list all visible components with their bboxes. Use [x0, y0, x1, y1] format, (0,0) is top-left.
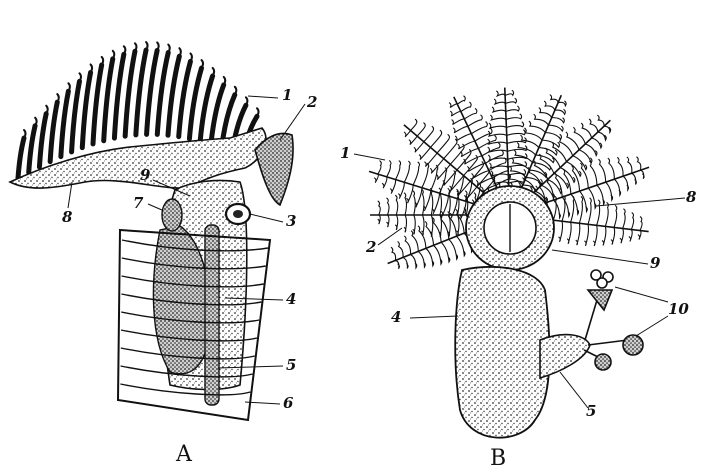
panel-a-tentacle — [18, 138, 24, 178]
panel-b-label-4: 4 — [391, 310, 401, 325]
panel-a-tentacle-tip — [157, 42, 159, 50]
panel-a-epistome — [255, 133, 293, 205]
panel-b-gonads — [584, 270, 643, 370]
panel-a-tentacle-tip — [168, 45, 170, 53]
panel-a-tentacle-tip — [235, 87, 237, 95]
panel-a-tentacle-tip — [213, 68, 215, 76]
panel-a-tentacle — [72, 81, 80, 152]
panel-a-tentacle — [136, 50, 146, 135]
panel-a-label-9: 9 — [140, 168, 150, 183]
panel-a-mouth — [162, 199, 182, 231]
panel-b-label-2: 2 — [366, 240, 376, 255]
panel-a-illustration — [10, 42, 305, 420]
panel-a-tentacle-tip — [35, 118, 37, 126]
panel-a-label-4: 4 — [286, 292, 296, 307]
panel-a-tentacle — [39, 114, 46, 167]
panel-a-tentacle-tip — [79, 73, 81, 81]
panel-a-label-7: 7 — [133, 196, 143, 211]
panel-b-illustration — [354, 88, 685, 438]
panel-a-tentacle — [82, 72, 90, 147]
panel-b-label-5: 5 — [586, 404, 596, 419]
panel-a-label-3: 3 — [286, 214, 296, 229]
panel-a-intestine — [205, 225, 219, 405]
panel-a-tentacle-tip — [91, 64, 93, 72]
panel-a-label-6: 6 — [283, 396, 293, 411]
panel-b-label-1: 1 — [340, 146, 350, 161]
panel-a-tentacle — [61, 91, 69, 156]
panel-a-tentacle — [147, 50, 158, 134]
panel-a-caption: A — [176, 444, 192, 466]
panel-a-tentacle-tip — [257, 108, 259, 116]
panel-a-tentacle-tip — [102, 57, 104, 65]
panel-a-tentacle-tip — [124, 46, 126, 54]
panel-b-caption: B — [490, 448, 506, 470]
panel-a-tentacle-tip — [57, 94, 59, 102]
panel-b-label-9: 9 — [650, 256, 660, 271]
panel-a-tentacle-tip — [46, 106, 48, 114]
panel-a-tentacle-tip — [190, 53, 192, 61]
panel-b-trunk — [455, 267, 549, 438]
panel-a-tentacle-tip — [246, 97, 248, 105]
panel-a-tentacle-tip — [135, 43, 137, 51]
panel-a-tentacle-tip — [224, 77, 226, 85]
panel-a-label-2: 2 — [307, 95, 317, 110]
panel-a-tentacle — [29, 126, 35, 173]
panel-a-tentacle-tip — [179, 48, 181, 56]
panel-b-bud — [540, 335, 590, 378]
panel-a-label-5: 5 — [286, 358, 296, 373]
panel-a-label-8: 8 — [62, 210, 72, 225]
panel-a-tentacle — [93, 65, 102, 144]
panel-a-tentacle — [125, 51, 135, 136]
panel-a-tentacle-tip — [146, 42, 148, 50]
panel-a-tentacle-tip — [68, 83, 70, 91]
panel-a-tentacle — [114, 54, 123, 138]
panel-b-label-10: 10 — [668, 302, 689, 317]
panel-a-tentacle-tip — [113, 51, 115, 59]
panel-a-tentacle — [104, 59, 113, 141]
panel-b-label-8: 8 — [686, 190, 696, 205]
panel-a-label-1: 1 — [282, 88, 292, 103]
panel-a-tentacle-tip — [202, 60, 204, 68]
panel-a-tentacle — [50, 102, 57, 162]
panel-a-tentacle-tip — [24, 130, 26, 138]
